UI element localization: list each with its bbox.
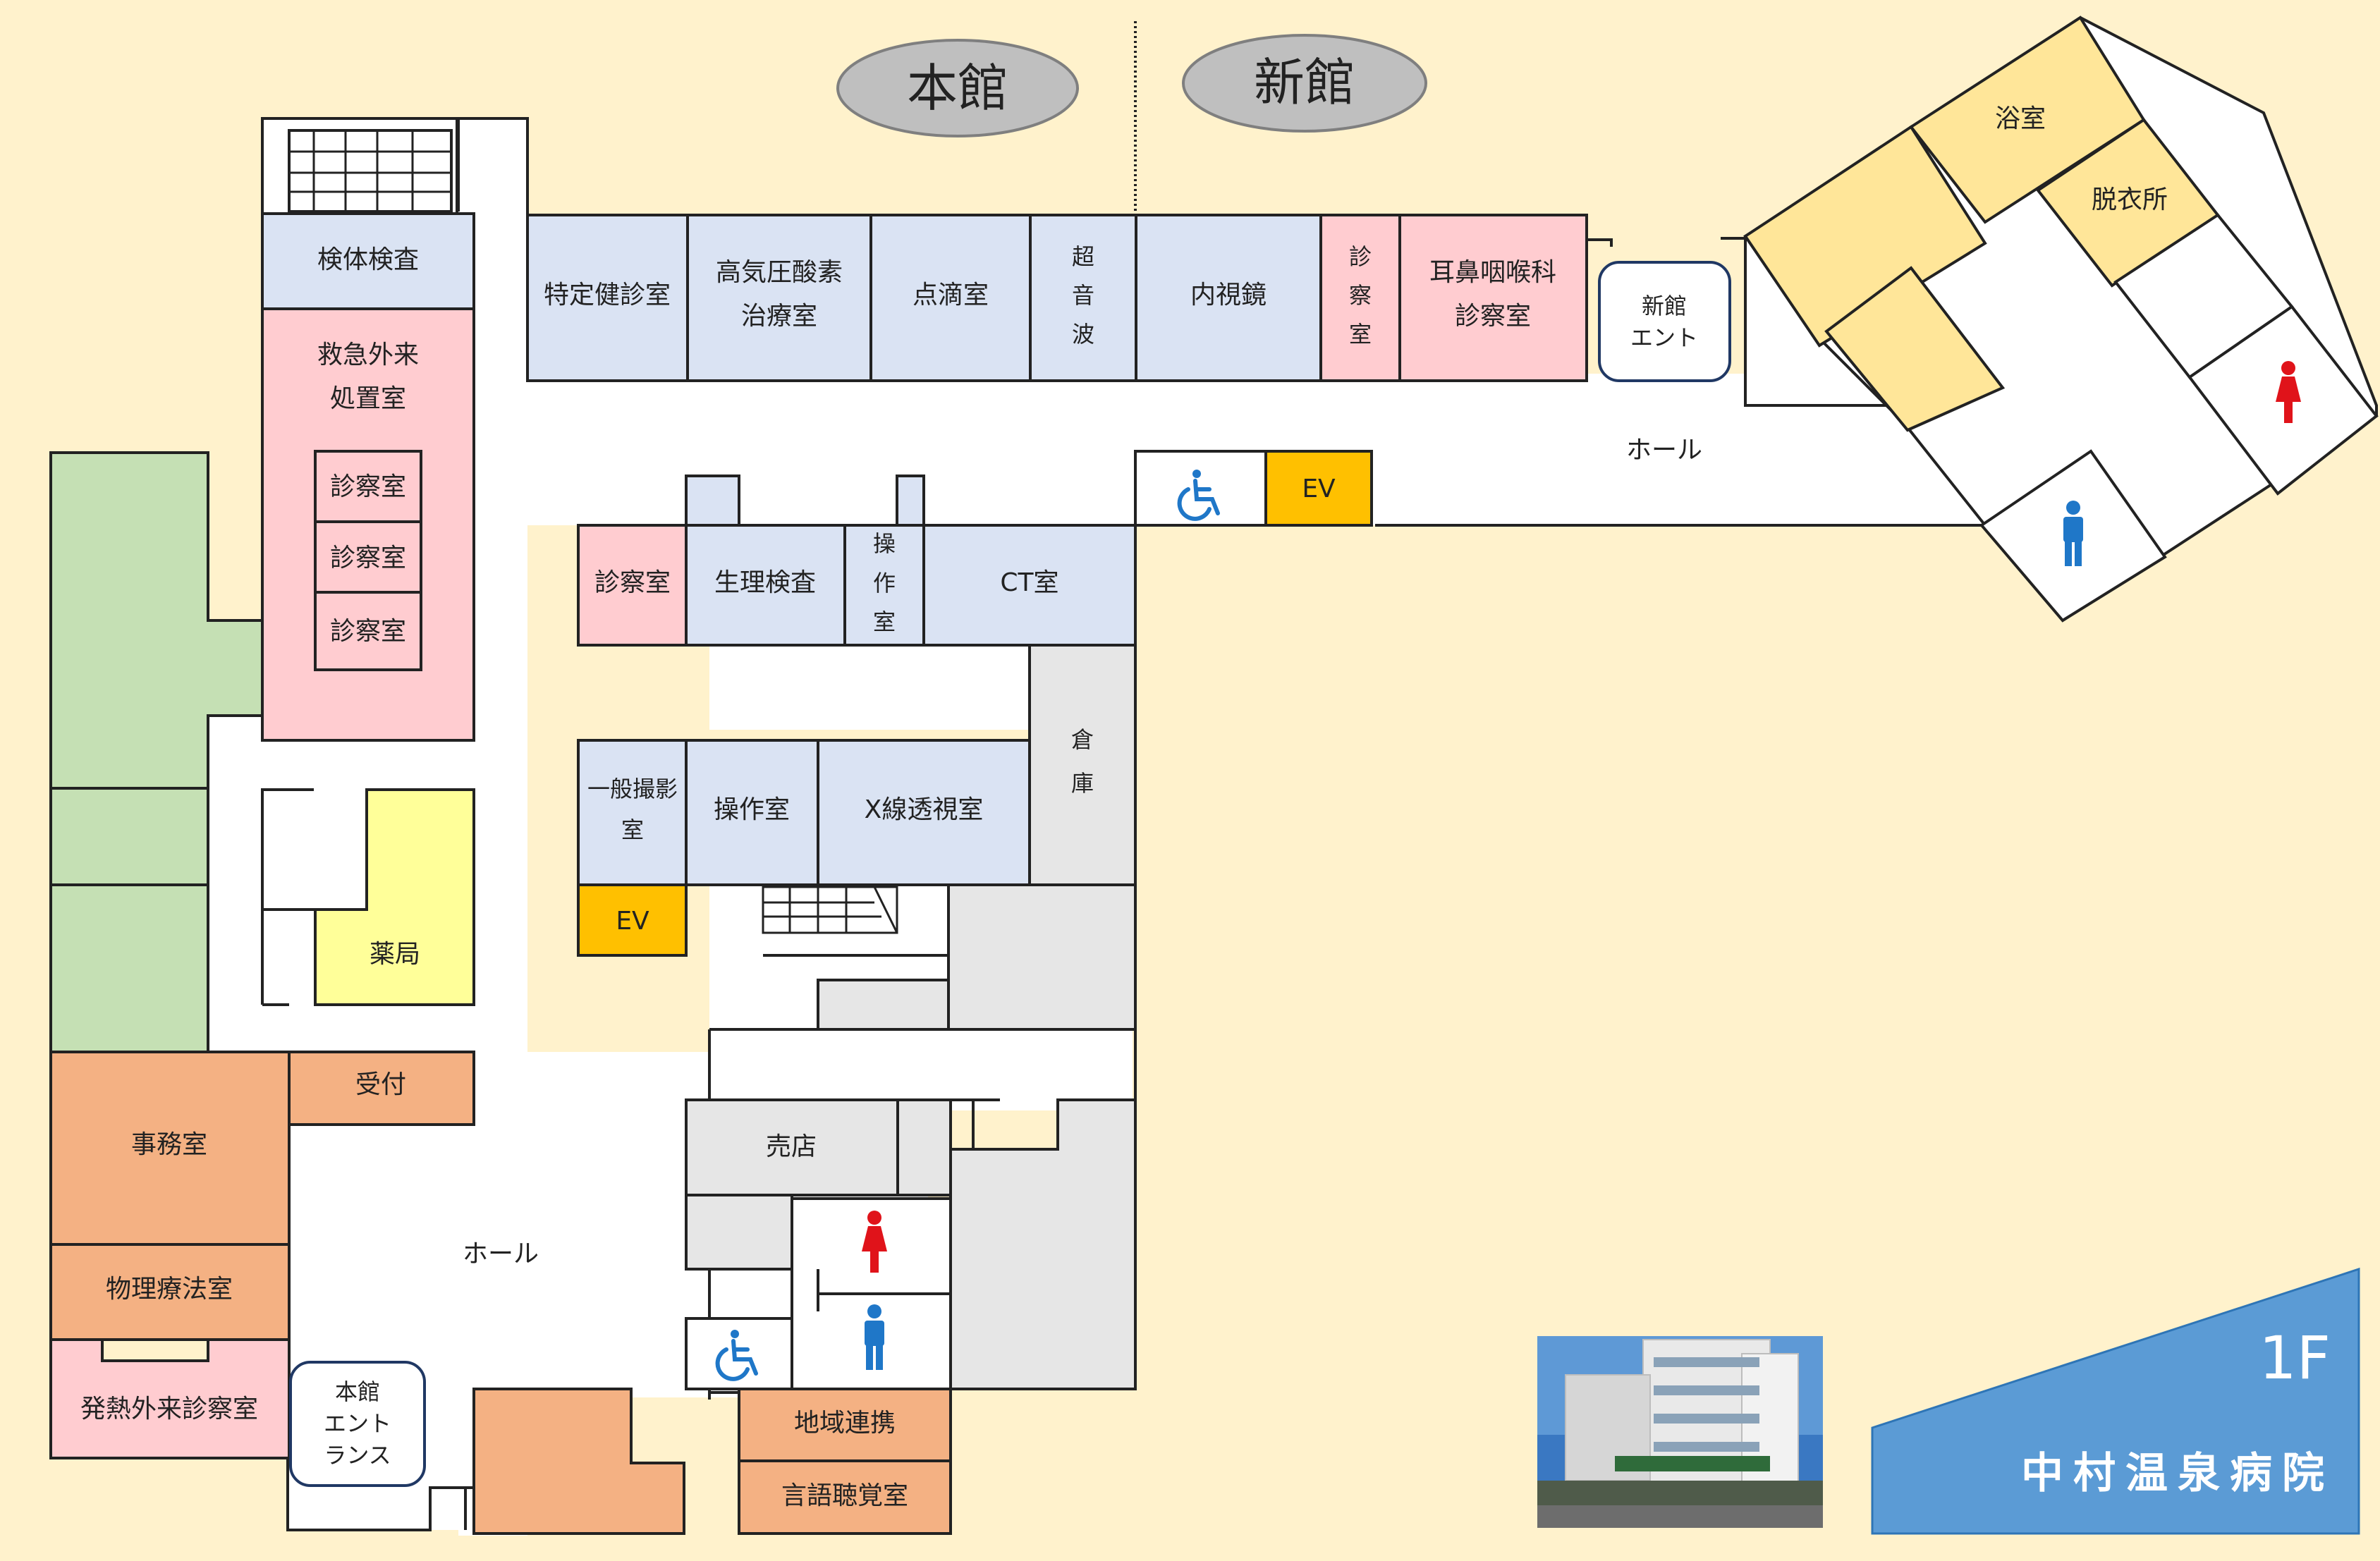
label-jimu: 事務室 [131, 1130, 207, 1159]
label-honkan-ent-2: エント [324, 1410, 391, 1437]
room-butsuri[interactable] [49, 1243, 291, 1341]
label-ev-shinkan: EV [1302, 475, 1336, 503]
bath-wing [1743, 16, 2379, 623]
label-butsuri: 物理療法室 [106, 1275, 233, 1304]
room-sosa-annex [896, 475, 925, 527]
label-datsuijo: 脱衣所 [2092, 185, 2168, 214]
room-xsen[interactable] [817, 739, 1031, 886]
room-uketsuke[interactable] [288, 1051, 475, 1126]
room-sosa[interactable] [685, 739, 819, 886]
label-seiri: 生理検査 [714, 568, 816, 597]
shinkan-entrance[interactable] [1598, 261, 1731, 382]
label-uketsuke: 受付 [355, 1070, 406, 1099]
stairs-center [762, 886, 948, 957]
room-gray-small [685, 1194, 793, 1271]
room-tokutei[interactable] [526, 214, 689, 382]
room-yakkyoku[interactable] [314, 788, 475, 1006]
ev-shinkan[interactable] [1264, 450, 1373, 527]
label-shinsatsu-a: 診察室 [330, 472, 406, 501]
label-kentai: 検体検査 [317, 245, 419, 274]
label-koatsu-2: 治療室 [741, 302, 817, 331]
label-xsen: X線透視室 [865, 795, 984, 824]
room-koatsu[interactable] [686, 214, 872, 382]
label-shitsu: 室 [1349, 321, 1372, 348]
hospital-building-photo [1537, 1336, 1823, 1528]
label-shinkan-ent-1: 新館 [1642, 293, 1687, 319]
label-tenteki: 点滴室 [913, 281, 989, 310]
label-satsu: 察 [1349, 282, 1372, 309]
label-soko-2: 庫 [1071, 770, 1094, 797]
label-chiiki: 地域連携 [794, 1409, 896, 1438]
room-baiten[interactable] [685, 1098, 899, 1196]
svg-text:新館: 新館 [1254, 53, 1355, 112]
honkan-entrance[interactable] [289, 1361, 426, 1487]
floor-label: 1F [2259, 1323, 2331, 1392]
room-choonpa[interactable] [1029, 214, 1137, 382]
room-soko[interactable] [1028, 644, 1137, 886]
honkan-label: 本館 [836, 39, 1079, 137]
room-baiten-back [896, 1098, 952, 1196]
label-sa: 作 [873, 570, 896, 596]
label-soko-1: 倉 [1071, 726, 1094, 753]
label-hall-shinkan: ホール [1626, 436, 1702, 465]
room-seiri-annex [685, 475, 740, 527]
hospital-name: 中村温泉病院 [2021, 1449, 2334, 1498]
label-kyukyu-1: 救急外来 [317, 341, 419, 369]
label-honkan-ent-3: ランス [324, 1442, 391, 1469]
room-ct[interactable] [922, 524, 1137, 647]
label-kyukyu-2: 処置室 [330, 384, 406, 413]
room-naishikyo[interactable] [1135, 214, 1322, 382]
label-on: 音 [1072, 282, 1094, 309]
room-shinsatsu-shinkan[interactable] [1319, 214, 1401, 382]
label-jibi-1: 耳鼻咽喉科 [1429, 258, 1556, 287]
label-baiten: 売店 [766, 1132, 817, 1161]
label-ha: 波 [1072, 321, 1094, 348]
label-yokushitsu: 浴室 [1995, 104, 2046, 133]
label-cho: 超 [1072, 243, 1094, 270]
room-shinsatsu-c[interactable] [314, 591, 422, 671]
room-kentai[interactable] [261, 212, 475, 310]
label-hatsunetsu: 発熱外来診察室 [80, 1395, 258, 1424]
label-jibi-2: 診察室 [1455, 302, 1531, 331]
floor-badge [1871, 1267, 2360, 1535]
room-ippan[interactable] [577, 739, 688, 886]
ev-honkan[interactable] [577, 883, 688, 957]
svg-text:本館: 本館 [907, 59, 1008, 118]
label-shin: 診 [1349, 243, 1372, 270]
room-gengo[interactable] [738, 1459, 952, 1535]
label-naishikyo: 内視鏡 [1190, 281, 1267, 310]
label-shinsatsu-c: 診察室 [330, 617, 406, 646]
label-gengo: 言語聴覚室 [781, 1481, 908, 1510]
label-shitsu-mid: 室 [873, 608, 896, 635]
room-gray-large [949, 1098, 1137, 1390]
room-orange-bottom [472, 1388, 685, 1535]
label-so: 操 [873, 530, 896, 557]
stairs-top [261, 117, 458, 215]
label-koatsu-1: 高気圧酸素 [716, 258, 843, 287]
shinkan-label: 新館 [1182, 34, 1427, 133]
label-yakkyoku: 薬局 [370, 940, 420, 969]
label-ev-honkan: EV [616, 907, 649, 936]
label-shinsatsu-b: 診察室 [330, 544, 406, 573]
label-tokutei: 特定健診室 [544, 281, 671, 310]
label-hall-main: ホール [463, 1239, 539, 1268]
label-ippan-2: 室 [621, 816, 644, 843]
label-honkan-ent-1: 本館 [335, 1378, 380, 1405]
label-ippan-1: 一般撮影 [587, 776, 678, 802]
label-ct: CT室 [1000, 568, 1058, 597]
label-shinkan-ent-2: エント [1630, 324, 1698, 351]
room-hatsunetsu[interactable] [49, 1338, 291, 1459]
room-jibi[interactable] [1398, 214, 1588, 382]
room-seiri[interactable] [685, 524, 846, 647]
label-shinsatsu-mid: 診察室 [594, 568, 671, 597]
label-sosa: 操作室 [714, 795, 790, 824]
